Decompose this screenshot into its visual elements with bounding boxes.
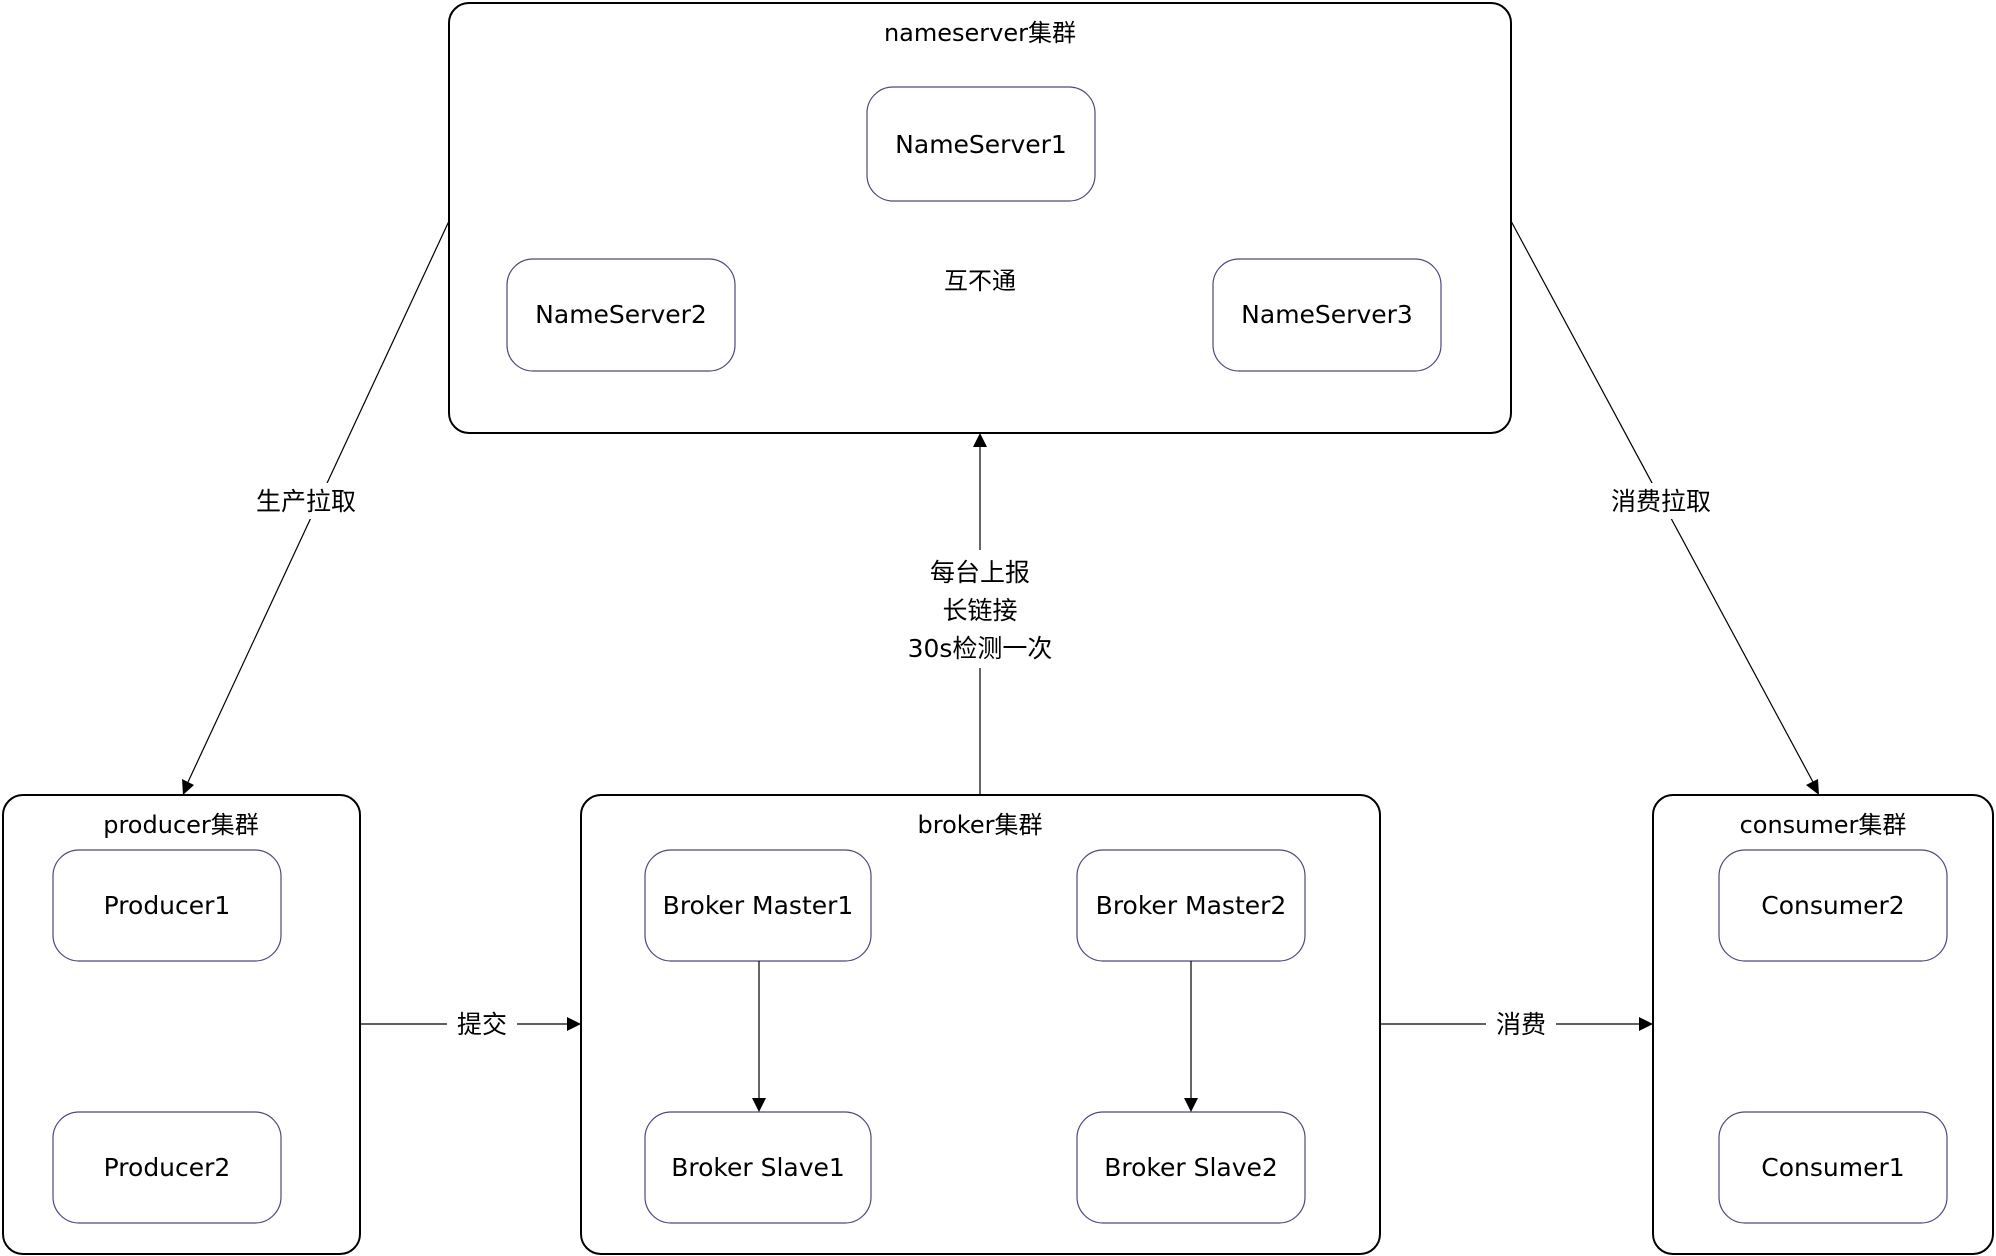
nameserver-isolation-note: 互不通 (944, 267, 1016, 295)
producer2-label: Producer2 (104, 1153, 231, 1182)
arrowhead-icon (752, 1098, 766, 1112)
broker-master1-node: Broker Master1 (644, 849, 872, 962)
edge-master1-slave1 (752, 961, 766, 1112)
producer-cluster-title: producer集群 (103, 811, 259, 839)
nameserver-cluster-title: nameserver集群 (884, 19, 1076, 47)
broker-master2-label: Broker Master2 (1096, 891, 1287, 920)
nameserver1-label: NameServer1 (895, 130, 1067, 159)
arrowhead-icon (973, 433, 987, 447)
report-label-line2: 长链接 (942, 596, 1017, 625)
edge-consume-pull: 消费拉取 (1510, 220, 1819, 795)
report-label-line1: 每台上报 (930, 558, 1030, 587)
nameserver2-label: NameServer2 (535, 300, 707, 329)
submit-label: 提交 (457, 1010, 507, 1039)
edge-submit: 提交 (360, 1008, 581, 1042)
consumer-cluster-title: consumer集群 (1740, 811, 1907, 839)
consume-pull-label: 消费拉取 (1611, 487, 1711, 516)
edge-consume: 消费 (1380, 1008, 1653, 1042)
arrowhead-icon (567, 1017, 581, 1031)
consume-label: 消费 (1496, 1010, 1546, 1039)
edge-broker-report: 每台上报 长链接 30s检测一次 (890, 433, 1070, 795)
nameserver2-node: NameServer2 (506, 258, 736, 372)
broker-slave2-label: Broker Slave2 (1104, 1153, 1278, 1182)
consumer1-node: Consumer1 (1718, 1111, 1948, 1224)
produce-pull-label: 生产拉取 (256, 487, 356, 516)
report-label-line3: 30s检测一次 (908, 634, 1053, 663)
broker-slave1-node: Broker Slave1 (644, 1111, 872, 1224)
broker-slave2-node: Broker Slave2 (1076, 1111, 1306, 1224)
edge-produce-pull: 生产拉取 (182, 220, 450, 795)
nameserver3-node: NameServer3 (1212, 258, 1442, 372)
producer1-label: Producer1 (104, 891, 231, 920)
producer1-node: Producer1 (52, 849, 282, 962)
consumer1-label: Consumer1 (1761, 1153, 1904, 1182)
nameserver3-label: NameServer3 (1241, 300, 1413, 329)
arrowhead-icon (182, 779, 194, 795)
arrowhead-icon (1639, 1017, 1653, 1031)
broker-cluster-title: broker集群 (918, 811, 1043, 839)
producer2-node: Producer2 (52, 1111, 282, 1224)
consumer2-node: Consumer2 (1718, 849, 1948, 962)
nameserver1-node: NameServer1 (866, 86, 1096, 202)
broker-master2-node: Broker Master2 (1076, 849, 1306, 962)
arrowhead-icon (1184, 1098, 1198, 1112)
edge-master2-slave2 (1184, 961, 1198, 1112)
broker-slave1-label: Broker Slave1 (671, 1153, 845, 1182)
arrowhead-icon (1806, 779, 1819, 795)
broker-master1-label: Broker Master1 (663, 891, 854, 920)
consumer2-label: Consumer2 (1761, 891, 1904, 920)
